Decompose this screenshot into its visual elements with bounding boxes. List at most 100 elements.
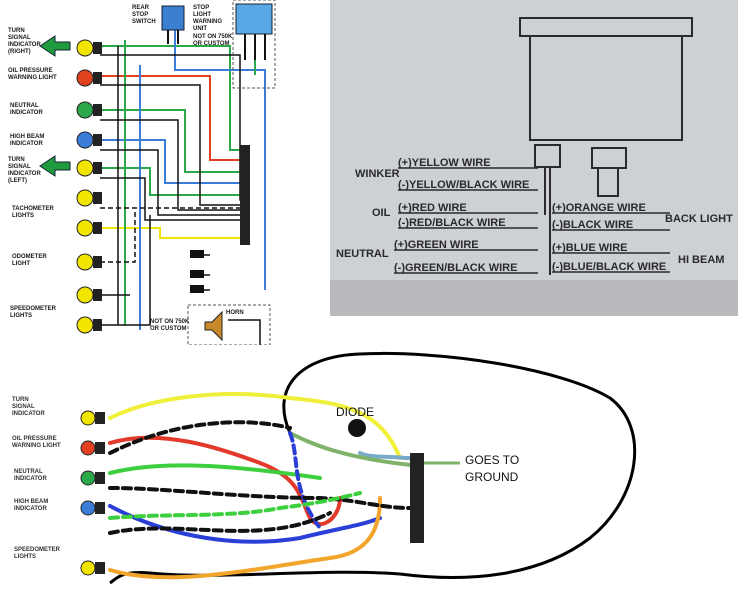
sketch-connector xyxy=(410,453,424,543)
svg-text:INDICATOR: INDICATOR xyxy=(10,110,43,116)
sketch-wire-yellow xyxy=(108,392,402,460)
bulb-turn-right xyxy=(76,39,102,57)
sketch-label-highbeam: HIGH BEAM INDICATOR xyxy=(14,499,48,512)
svg-text:TACHOMETER: TACHOMETER xyxy=(12,206,55,212)
sketch-wire-black-2 xyxy=(108,486,412,510)
sketch-label-speedo: SPEEDOMETER LIGHTS xyxy=(14,547,61,560)
svg-text:REAR: REAR xyxy=(132,5,150,11)
sketch-wire-red xyxy=(108,435,342,527)
svg-text:STOP: STOP xyxy=(132,12,148,18)
svg-text:(RIGHT): (RIGHT) xyxy=(8,49,31,55)
label-horn: HORN xyxy=(226,310,244,316)
sketch-panel: DIODE GOES TO GROUND TURN SIGNAL INDICAT… xyxy=(0,348,750,605)
sketch-bulb-highbeam xyxy=(80,500,105,516)
sketch-wire-orange xyxy=(108,496,382,580)
svg-text:STOP: STOP xyxy=(193,5,209,11)
svg-text:SIGNAL: SIGNAL xyxy=(8,164,31,170)
svg-text:TURN: TURN xyxy=(8,28,25,34)
bulb-speedo-1 xyxy=(76,286,102,304)
stop-light-warning-unit xyxy=(235,3,273,35)
arrow-left-icon xyxy=(39,155,71,177)
label-blue-black-wire: (-)BLUE/BLACK WIRE xyxy=(552,261,666,273)
svg-text:NOT ON 750K: NOT ON 750K xyxy=(193,34,233,40)
label-not-on-bottom: NOT ON 750K OR CUSTOM xyxy=(150,319,190,332)
wire-lines xyxy=(394,167,670,274)
label-yellow-black-wire: (-)YELLOW/BLACK WIRE xyxy=(398,179,529,191)
label-green-black-wire: (-)GREEN/BLACK WIRE xyxy=(394,262,517,274)
sketch-svg: DIODE GOES TO GROUND TURN SIGNAL INDICAT… xyxy=(12,351,637,585)
label-oil-photo: OIL xyxy=(372,207,391,219)
svg-text:INDICATOR: INDICATOR xyxy=(14,476,47,482)
svg-text:WARNING: WARNING xyxy=(193,19,222,25)
svg-text:NOT ON 750K: NOT ON 750K xyxy=(150,319,190,325)
label-ground-2: GROUND xyxy=(465,470,519,484)
svg-text:OR CUSTOM: OR CUSTOM xyxy=(150,326,187,332)
wire-highbeam xyxy=(100,139,245,184)
svg-text:INDICATOR: INDICATOR xyxy=(14,506,47,512)
label-red-black-wire: (-)RED/BLACK WIRE xyxy=(398,217,506,229)
svg-text:LIGHTS: LIGHTS xyxy=(14,554,36,560)
label-rear-stop: REAR STOP SWITCH xyxy=(132,5,156,25)
bulb-neutral xyxy=(76,101,102,119)
svg-text:NEUTRAL: NEUTRAL xyxy=(10,103,39,109)
svg-text:UNIT: UNIT xyxy=(193,26,207,32)
stop-unit-box xyxy=(232,0,276,89)
wire-tach xyxy=(100,227,245,239)
label-speedo: SPEEDOMETER LIGHTS xyxy=(10,306,57,319)
svg-text:OR CUSTOM: OR CUSTOM xyxy=(193,41,230,47)
svg-text:INDICATOR: INDICATOR xyxy=(8,42,41,48)
svg-text:OIL PRESSURE: OIL PRESSURE xyxy=(12,436,57,442)
sketch-bulb-speedo xyxy=(80,560,105,576)
sketch-bulb-neutral xyxy=(80,470,105,486)
bulb-oil xyxy=(76,69,102,87)
label-red-wire: (+)RED WIRE xyxy=(398,202,467,214)
svg-text:(LEFT): (LEFT) xyxy=(8,178,27,184)
svg-text:HIGH BEAM: HIGH BEAM xyxy=(14,499,48,505)
schematic-svg: TURN SIGNAL INDICATOR (RIGHT) OIL PRESSU… xyxy=(8,0,276,345)
schematic-panel: TURN SIGNAL INDICATOR (RIGHT) OIL PRESSU… xyxy=(0,0,280,345)
label-hi-beam: HI BEAM xyxy=(678,254,724,266)
bulb-odo xyxy=(76,253,102,271)
photo-panel: WINKER OIL NEUTRAL (+)YELLOW WIRE (-)YEL… xyxy=(330,0,738,316)
label-neutral-photo: NEUTRAL xyxy=(336,248,389,260)
label-ground-1: GOES TO xyxy=(465,453,519,467)
sketch-label-turn: TURN SIGNAL INDICATOR xyxy=(12,397,45,417)
svg-text:SWITCH: SWITCH xyxy=(132,19,156,25)
bulb-tach-2 xyxy=(76,219,102,237)
svg-text:WARNING LIGHT: WARNING LIGHT xyxy=(12,443,61,449)
horn-icon xyxy=(204,310,223,342)
svg-text:SIGNAL: SIGNAL xyxy=(12,404,35,410)
label-oil: OIL PRESSURE WARNING LIGHT xyxy=(8,68,57,81)
wire-oil xyxy=(100,75,245,161)
sketch-loop xyxy=(109,351,637,585)
label-diode: DIODE xyxy=(336,405,374,419)
label-black-wire: (-)BLACK WIRE xyxy=(552,219,633,231)
svg-text:LIGHT: LIGHT xyxy=(12,261,30,267)
sketch-wire-blue xyxy=(108,504,382,544)
bulb-highbeam xyxy=(76,131,102,149)
label-orange-wire: (+)ORANGE WIRE xyxy=(552,202,646,214)
svg-text:WARNING LIGHT: WARNING LIGHT xyxy=(8,75,57,81)
rear-stop-switch xyxy=(161,5,185,31)
svg-text:SPEEDOMETER: SPEEDOMETER xyxy=(10,306,57,312)
label-back-light: BACK LIGHT xyxy=(665,213,733,225)
svg-text:LIGHTS: LIGHTS xyxy=(10,313,32,319)
svg-text:HIGH BEAM: HIGH BEAM xyxy=(10,134,44,140)
gauge-body xyxy=(519,17,693,275)
label-odo: ODOMETER LIGHT xyxy=(12,254,47,267)
sketch-wire-green xyxy=(108,463,322,480)
sketch-label-oil: OIL PRESSURE WARNING LIGHT xyxy=(12,436,61,449)
label-neutral: NEUTRAL INDICATOR xyxy=(10,103,43,116)
label-turn-right: TURN SIGNAL INDICATOR (RIGHT) xyxy=(8,28,41,55)
label-stop-warning: STOP LIGHT WARNING UNIT xyxy=(193,5,222,32)
sketch-wire-lightblue xyxy=(358,451,422,460)
horn-box xyxy=(187,304,271,345)
wire-switch xyxy=(174,30,266,290)
connector-block xyxy=(240,145,250,245)
sketch-wire-blue-dashed xyxy=(288,431,322,530)
bulb-tach-1 xyxy=(76,189,102,207)
svg-text:INDICATOR: INDICATOR xyxy=(10,141,43,147)
svg-text:SIGNAL: SIGNAL xyxy=(8,35,31,41)
svg-text:NEUTRAL: NEUTRAL xyxy=(14,469,43,475)
svg-text:INDICATOR: INDICATOR xyxy=(12,411,45,417)
